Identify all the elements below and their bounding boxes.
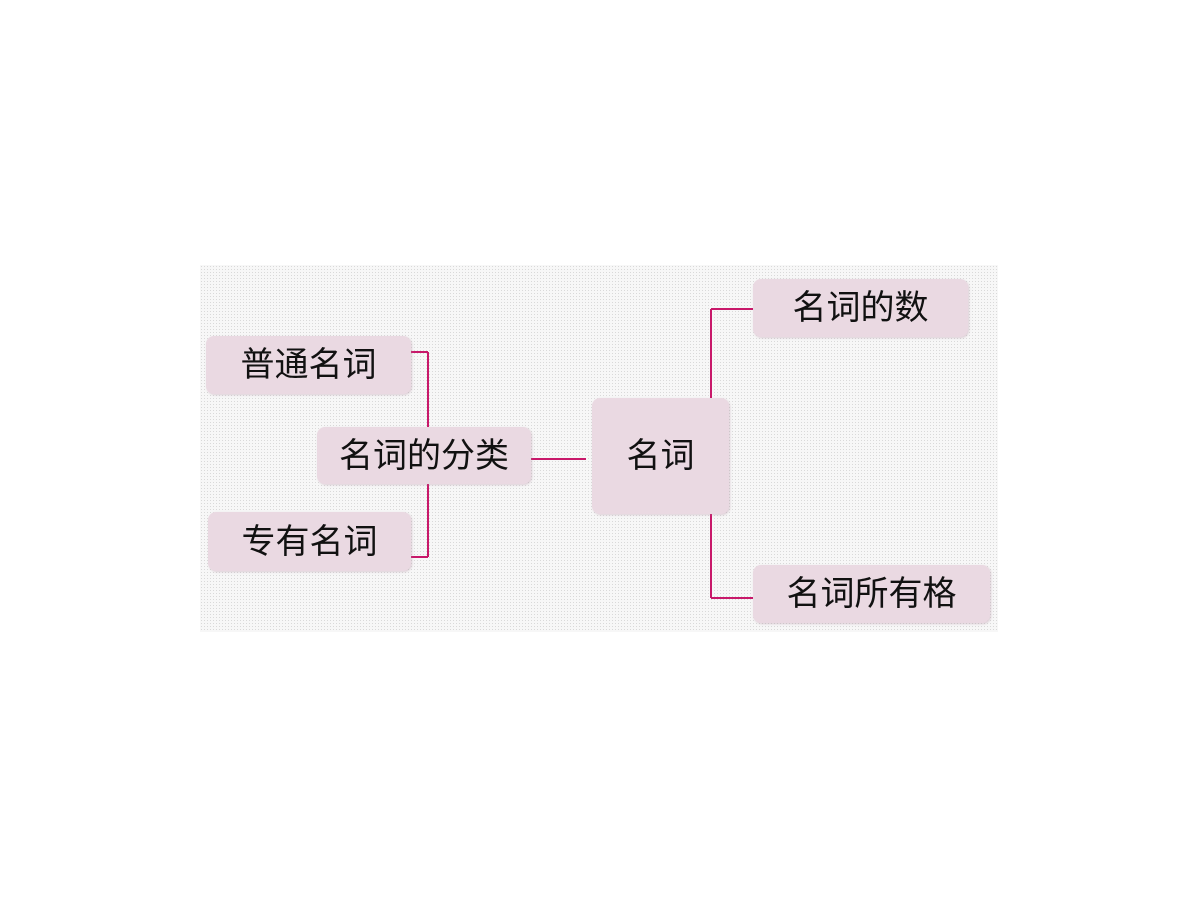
node-noun-classification: 名词的分类 (317, 427, 531, 484)
node-proper-noun-label: 专有名词 (241, 521, 378, 562)
node-noun-number: 名词的数 (753, 279, 968, 337)
node-common-noun-label: 普通名词 (240, 345, 377, 385)
node-common-noun: 普通名词 (206, 336, 411, 394)
node-possessive: 名词所有格 (753, 565, 990, 623)
node-noun-number-label: 名词的数 (792, 288, 929, 328)
node-possessive-label: 名词所有格 (786, 574, 957, 614)
node-proper-noun: 专有名词 (208, 512, 411, 571)
node-root-noun: 名词 (592, 398, 729, 514)
node-root-noun-label: 名词 (626, 436, 695, 476)
node-noun-classification-label: 名词的分类 (339, 435, 509, 476)
